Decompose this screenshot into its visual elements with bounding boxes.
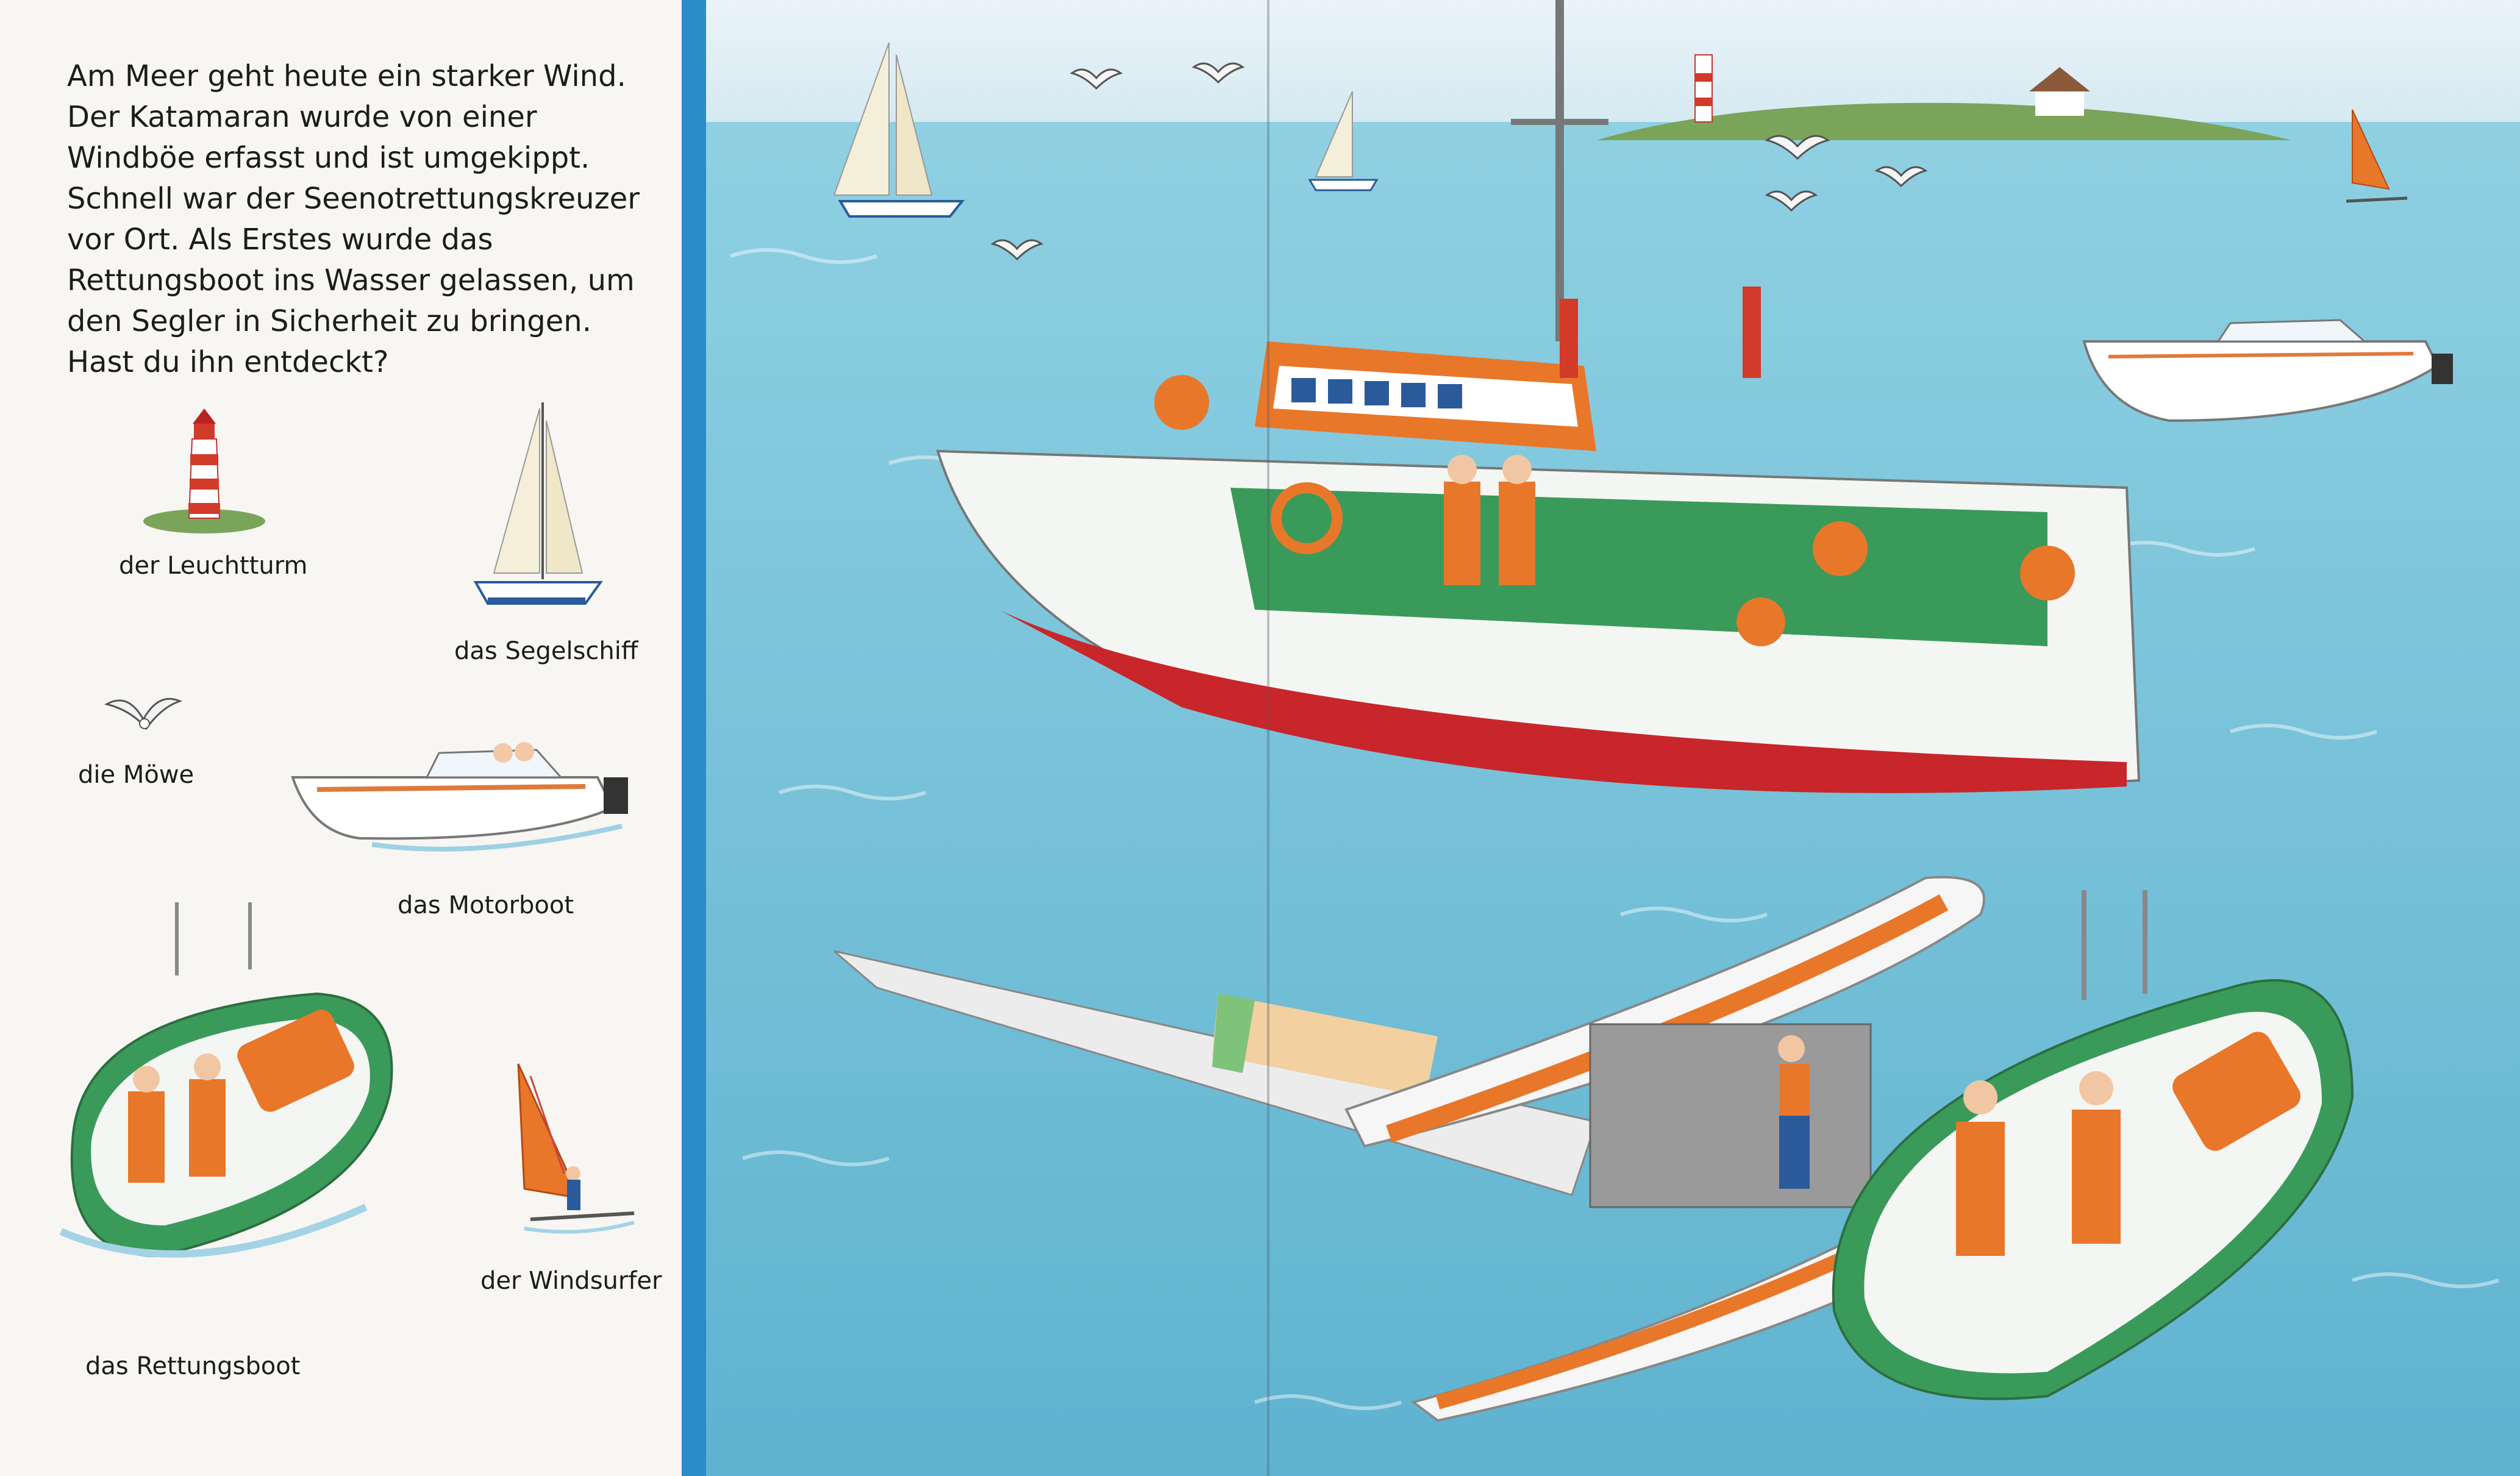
item-label-lifeboat: das Rettungsboot xyxy=(85,1352,301,1380)
left-page: Am Meer geht heute ein starker Wind. Der… xyxy=(0,0,682,1476)
rescue-cruiser xyxy=(936,0,2141,793)
distant-sailboat-2 xyxy=(1308,91,1379,191)
seagulls xyxy=(990,62,1928,261)
item-label-seagull: die Möwe xyxy=(78,761,195,789)
intro-text: Am Meer geht heute ein starker Wind. Der… xyxy=(67,59,640,379)
sailboat-icon xyxy=(473,402,603,605)
distant-windsurfer xyxy=(2346,109,2408,203)
sky xyxy=(706,0,2520,128)
island xyxy=(1596,54,2291,140)
lifeboat-icon xyxy=(59,902,393,1258)
distant-motorboat xyxy=(2082,319,2453,422)
page-divider xyxy=(682,0,706,1476)
distant-sailboat xyxy=(833,42,965,218)
motorboat-icon xyxy=(291,742,628,852)
item-label-sailboat: das Segelschiff xyxy=(454,637,638,665)
harbor-rescue-illustration xyxy=(706,0,2520,1476)
rescue-lifeboat xyxy=(1832,890,2354,1400)
seagull-icon xyxy=(104,697,183,730)
item-label-motorboat: das Motorboot xyxy=(398,891,574,919)
lighthouse-icon xyxy=(143,408,265,533)
item-label-lighthouse: der Leuchtturm xyxy=(119,552,308,580)
book-gutter xyxy=(1267,0,1269,1476)
windsurfer-icon xyxy=(517,1063,635,1234)
item-label-windsurfer: der Windsurfer xyxy=(480,1267,662,1295)
